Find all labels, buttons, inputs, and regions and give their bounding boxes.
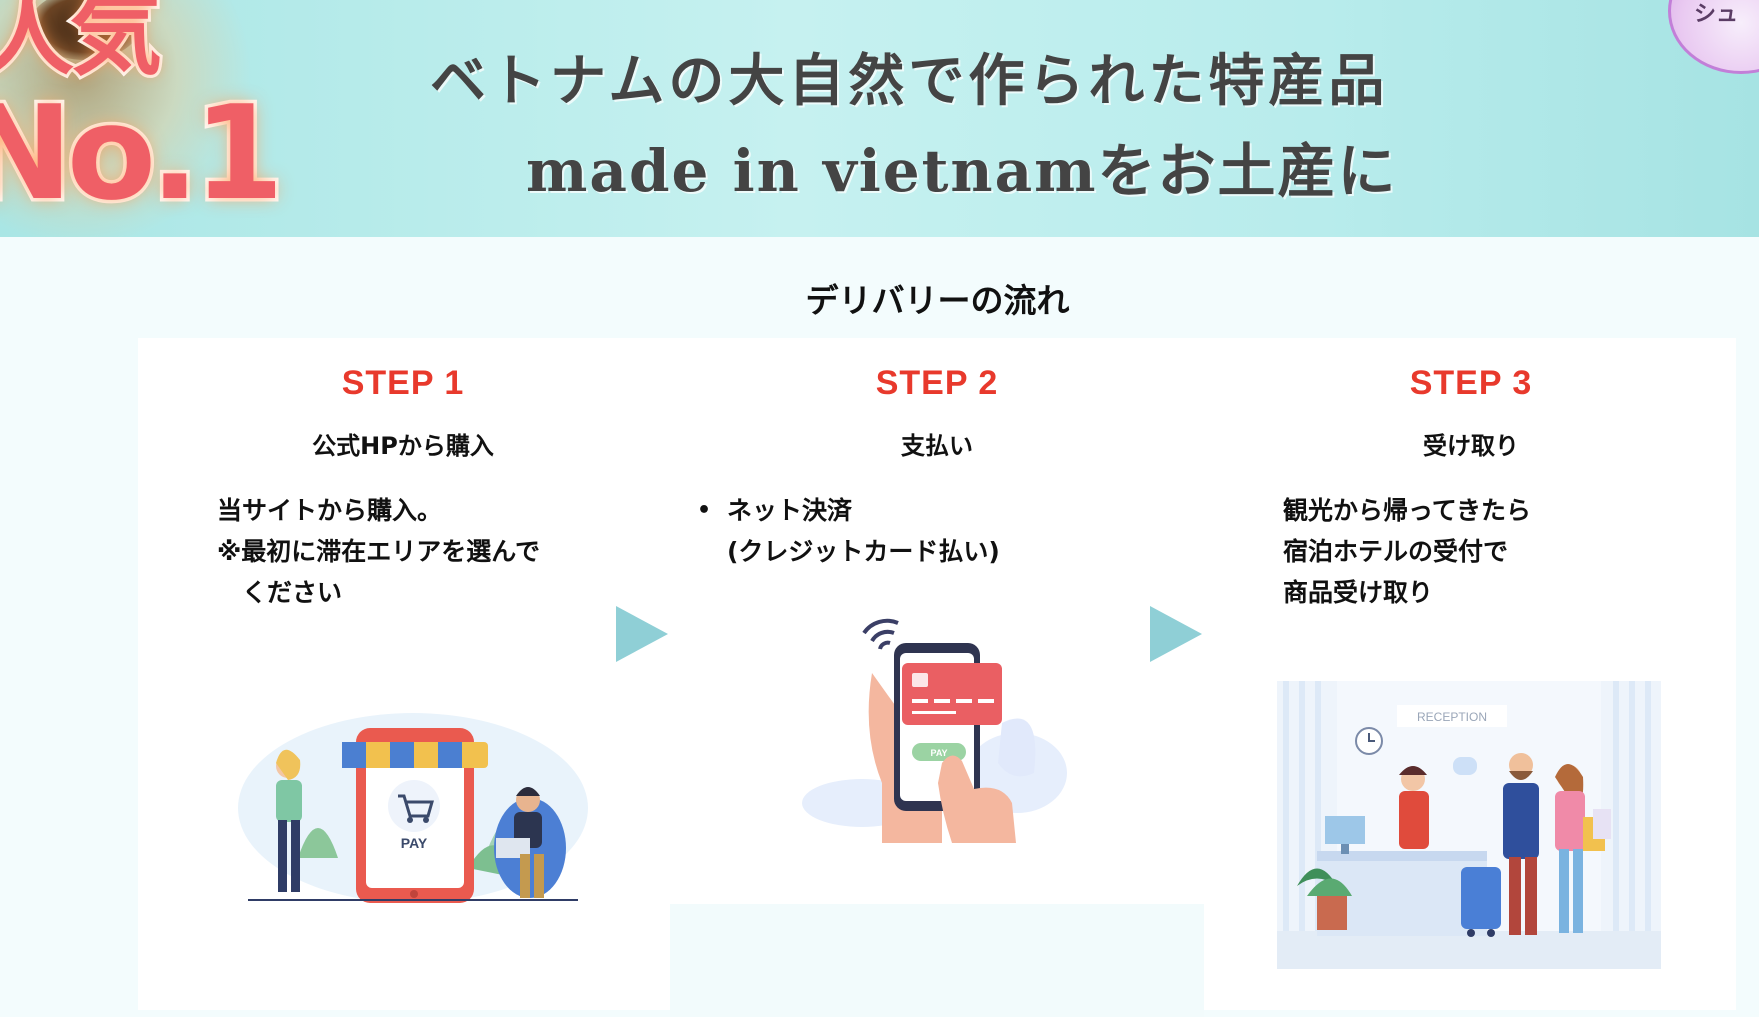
step-3-description: 観光から帰ってきたら 宿泊ホテルの受付で 商品受け取り xyxy=(1283,490,1531,613)
step-arrow-1 xyxy=(616,606,668,662)
step-1-line: ※最初に滞在エリアを選んで xyxy=(217,537,541,566)
step-3-subtitle: 受け取り xyxy=(1423,432,1519,460)
step-arrow-2 xyxy=(1150,606,1202,662)
step-3-line: 商品受け取り xyxy=(1283,578,1434,607)
step-2-bullet-sub: (クレジットカード払い) xyxy=(727,537,1000,566)
shop-phone-pay-illustration: PAY xyxy=(238,713,588,903)
step-3-line: 観光から帰ってきたら xyxy=(1283,496,1532,525)
hero-subheadline: made in vietnamをお土産に xyxy=(526,137,1398,205)
step-1-heading: STEP 1 xyxy=(341,364,465,402)
step-3-line: 宿泊ホテルの受付で xyxy=(1283,537,1509,566)
hero-headline: ベトナムの大自然で作られた特産品 xyxy=(430,48,1389,114)
card-payment-phone-illustration: PAY xyxy=(802,618,1067,843)
step-1-description: 当サイトから購入。 ※最初に滞在エリアを選んで ください xyxy=(217,490,540,613)
pay-label: PAY xyxy=(401,835,428,851)
step-1-line: ください xyxy=(217,578,343,607)
step-2-subtitle: 支払い xyxy=(901,432,973,460)
popularity-badge-title: 人気 xyxy=(0,0,165,91)
reception-sign: RECEPTION xyxy=(1417,710,1487,724)
step-1-subtitle: 公式HPから購入 xyxy=(312,432,494,460)
badge-decoration xyxy=(30,0,140,60)
hotel-reception-illustration: RECEPTION xyxy=(1277,681,1661,969)
pay-button-label: PAY xyxy=(930,748,947,758)
step-2-heading: STEP 2 xyxy=(875,364,999,402)
step-2-description: • ネット決済 (クレジットカード払い) xyxy=(697,490,1000,572)
step-2-bullet: ネット決済 xyxy=(727,496,853,525)
hero-banner: 人気 No.1 ベトナムの大自然で作られた特産品 made in vietnam… xyxy=(0,0,1759,237)
bullet-icon: • xyxy=(697,498,712,523)
section-title: デリバリーの流れ xyxy=(805,281,1070,320)
delivery-steps-panel: STEP 1 公式HPから購入 当サイトから購入。 ※最初に滞在エリアを選んで … xyxy=(138,338,1736,1010)
popularity-badge-rank: No.1 xyxy=(0,77,287,229)
step-1-line: 当サイトから購入。 xyxy=(217,496,443,525)
corner-badge-text: シュ xyxy=(1694,2,1739,27)
step-3-heading: STEP 3 xyxy=(1409,364,1533,402)
step-2-footer-band xyxy=(670,904,1204,1017)
